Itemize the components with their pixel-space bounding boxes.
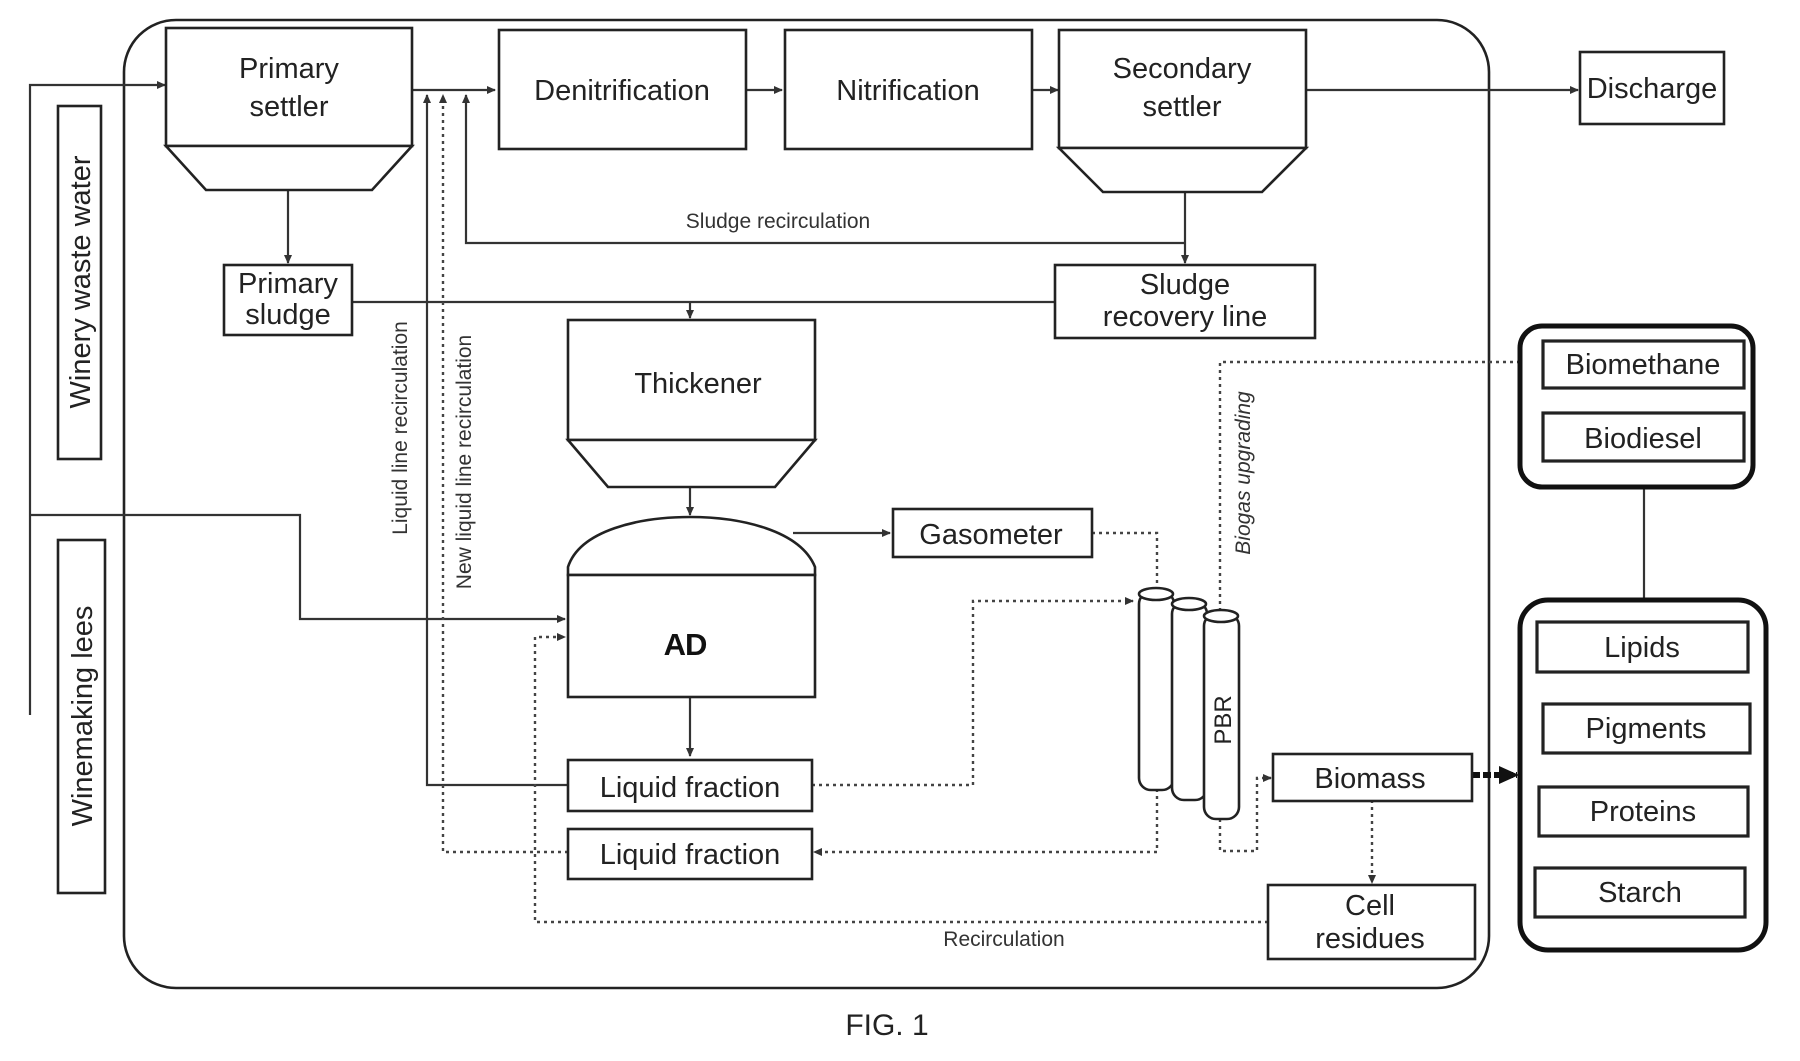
primary-sludge-node: Primary sludge <box>224 265 352 335</box>
sludge-recovery-line-node: Sludge recovery line <box>1055 265 1315 338</box>
thickener-node: Thickener <box>568 320 815 487</box>
thickener-label: Thickener <box>634 368 762 400</box>
primary-settler-node: Primary settler <box>166 28 412 190</box>
ad-label: AD <box>664 627 707 662</box>
biomass-node: Biomass <box>1273 754 1472 801</box>
sludge-recirculation-label: Sludge recirculation <box>686 210 870 233</box>
biomethane-label: Biomethane <box>1566 349 1721 381</box>
biofuels-group: Biomethane Biodiesel <box>1520 326 1753 487</box>
pbr-to-liquid-fraction-line <box>814 782 1157 852</box>
cell-residues-label-line1: Cell <box>1345 890 1395 922</box>
pbr-node: PBR <box>1139 588 1239 819</box>
denitrification-node: Denitrification <box>499 30 746 149</box>
pbr-label: PBR <box>1210 695 1237 744</box>
lees-feed-line <box>30 515 565 619</box>
secondary-settler-node: Secondary settler <box>1059 30 1306 192</box>
products-group: Lipids Pigments Proteins Starch <box>1520 600 1766 950</box>
figure-caption: FIG. 1 <box>845 1009 928 1042</box>
recirculation-label: Recirculation <box>943 928 1064 951</box>
biomass-label: Biomass <box>1314 763 1425 795</box>
proteins-label: Proteins <box>1590 796 1696 828</box>
winery-waste-water-label: Winery waste water <box>65 155 97 408</box>
starch-label: Starch <box>1598 877 1682 909</box>
liquid-fraction-label-1: Liquid fraction <box>600 772 781 804</box>
pigments-label: Pigments <box>1586 713 1707 745</box>
cell-residues-node: Cell residues <box>1268 885 1475 959</box>
denitrification-label: Denitrification <box>534 75 710 107</box>
winemaking-lees-label: Winemaking lees <box>67 606 99 827</box>
nitrification-node: Nitrification <box>785 30 1032 149</box>
primary-settler-label-line2: settler <box>250 91 329 123</box>
cell-residues-label-line2: residues <box>1315 923 1425 955</box>
discharge-label: Discharge <box>1587 73 1718 105</box>
winery-waste-water-node: Winery waste water <box>58 106 101 459</box>
primary-settler-label-line1: Primary <box>239 53 339 85</box>
biodiesel-label: Biodiesel <box>1584 423 1702 455</box>
nitrification-label: Nitrification <box>836 75 979 107</box>
winemaking-lees-node: Winemaking lees <box>58 540 105 893</box>
gasometer-to-pbr-line <box>1092 533 1157 590</box>
liquid-fraction-to-pbr-line <box>812 601 1133 785</box>
biogas-upgrading-label: Biogas upgrading <box>1232 391 1255 555</box>
liquid-line-recirculation-line <box>427 95 568 785</box>
biogas-upgrading-line <box>1220 362 1526 618</box>
discharge-node: Discharge <box>1580 52 1724 124</box>
liquid-fraction-node-2: Liquid fraction <box>568 829 812 879</box>
ad-digester-node: AD <box>568 517 815 697</box>
gasometer-node: Gasometer <box>893 509 1092 557</box>
new-liquid-line-recirculation-label: New liquid line recirculation <box>453 335 476 589</box>
lipids-label: Lipids <box>1604 632 1680 664</box>
primary-sludge-label-line2: sludge <box>245 299 330 331</box>
liquid-line-recirculation-label: Liquid line recirculation <box>389 321 412 535</box>
gasometer-label: Gasometer <box>919 519 1063 551</box>
secondary-settler-label-line2: settler <box>1143 91 1222 123</box>
secondary-settler-label-line1: Secondary <box>1113 53 1252 85</box>
liquid-fraction-node-1: Liquid fraction <box>568 760 812 811</box>
sludge-recovery-label-line1: Sludge <box>1140 269 1230 301</box>
liquid-fraction-label-2: Liquid fraction <box>600 839 781 871</box>
sludge-recovery-label-line2: recovery line <box>1103 301 1267 333</box>
primary-sludge-label-line1: Primary <box>238 268 338 300</box>
